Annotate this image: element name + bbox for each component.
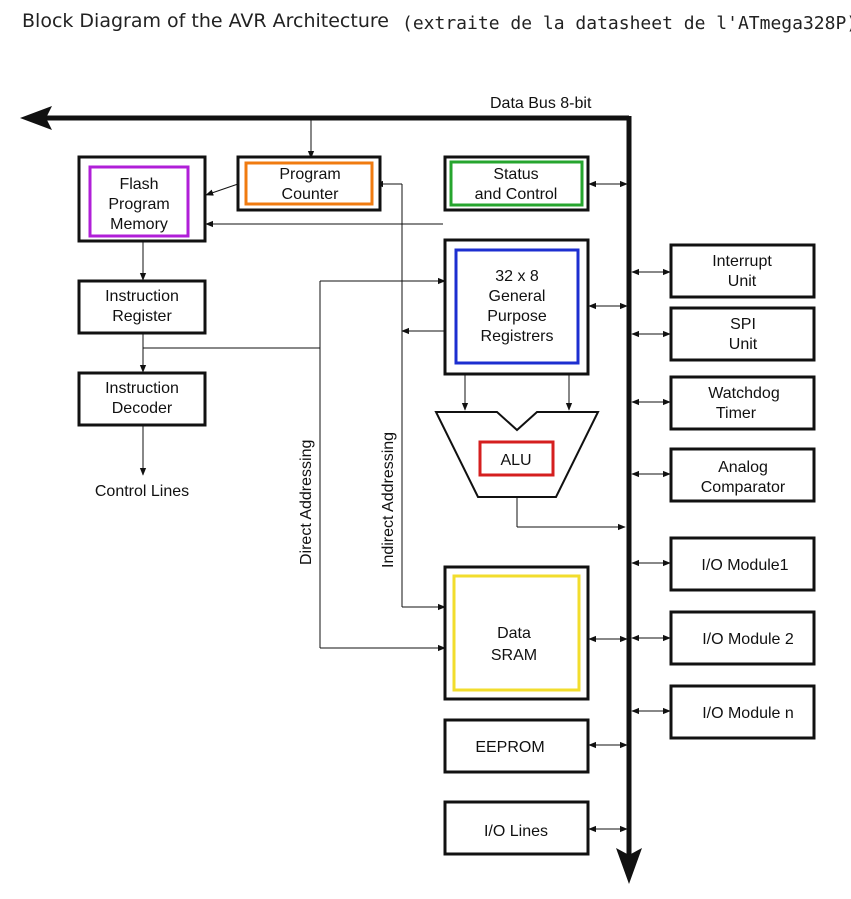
instruction-register-label-line1: Instruction	[105, 288, 179, 305]
eeprom-label: EEPROM	[475, 739, 544, 756]
io-module2-label: I/O Module 2	[702, 631, 794, 648]
data-sram-label-line1: Data	[497, 625, 531, 642]
indirect-addressing-label: Indirect Addressing	[380, 432, 397, 568]
alu-label: ALU	[500, 452, 531, 469]
interrupt-label-line2: Unit	[728, 273, 757, 290]
analog-label-line1: Analog	[718, 459, 768, 476]
direct-addressing-label: Direct Addressing	[298, 440, 315, 565]
flash-label-line1: Flash	[119, 176, 158, 193]
registers-label-line1: 32 x 8	[495, 268, 539, 285]
registers-label-line2: General	[489, 288, 546, 305]
status-control-block: Status and Control	[443, 155, 590, 212]
instruction-decoder-block: Instruction Decoder	[77, 371, 207, 427]
io-module2-block: I/O Module 2	[669, 610, 816, 666]
io-module-n-label: I/O Module n	[702, 705, 794, 722]
io-module1-label: I/O Module1	[701, 557, 788, 574]
flash-program-memory-block: Flash Program Memory	[77, 155, 207, 243]
spi-label-line1: SPI	[730, 316, 756, 333]
registers-label-line3: Purpose	[487, 308, 547, 325]
data-sram-label-line2: SRAM	[491, 647, 537, 664]
page-title: Block Diagram of the AVR Architecture	[22, 10, 389, 32]
program-counter-label-line2: Counter	[282, 186, 340, 203]
io-lines-label: I/O Lines	[484, 823, 548, 840]
eeprom-block: EEPROM	[443, 718, 590, 774]
io-module1-block: I/O Module1	[669, 536, 816, 592]
io-lines-block: I/O Lines	[443, 800, 590, 856]
program-counter-label-line1: Program	[279, 166, 340, 183]
data-bus: Data Bus 8-bit	[20, 95, 642, 884]
connection-lines	[139, 118, 671, 833]
general-purpose-registers-block: 32 x 8 General Purpose Registrers	[443, 238, 590, 376]
interrupt-unit-block: Interrupt Unit	[669, 243, 816, 299]
program-counter-block: Program Counter	[236, 155, 382, 212]
instruction-decoder-label-line1: Instruction	[105, 380, 179, 397]
status-label-line2: and Control	[475, 186, 558, 203]
control-lines-label: Control Lines	[95, 483, 189, 500]
spi-label-line2: Unit	[729, 336, 758, 353]
watchdog-label-line2: Timer	[716, 405, 757, 422]
watchdog-label-line1: Watchdog	[708, 385, 779, 402]
analog-label-line2: Comparator	[701, 479, 786, 496]
io-module-n-block: I/O Module n	[669, 684, 816, 740]
alu-block: ALU	[434, 411, 600, 498]
data-bus-label: Data Bus 8-bit	[490, 95, 592, 112]
spi-unit-block: SPI Unit	[669, 306, 816, 362]
instruction-register-block: Instruction Register	[77, 279, 207, 335]
page-subtitle: (extraite de la datasheet de l'ATmega328…	[402, 13, 851, 34]
flash-label-line3: Memory	[110, 216, 168, 233]
analog-comparator-block: Analog Comparator	[669, 447, 816, 503]
instruction-register-label-line2: Register	[112, 308, 172, 325]
flash-label-line2: Program	[108, 196, 169, 213]
instruction-decoder-label-line2: Decoder	[112, 400, 173, 417]
registers-label-line4: Registrers	[481, 328, 554, 345]
interrupt-label-line1: Interrupt	[712, 253, 772, 270]
status-label-line1: Status	[493, 166, 538, 183]
data-sram-block: Data SRAM	[443, 565, 590, 701]
watchdog-timer-block: Watchdog Timer	[669, 375, 816, 431]
